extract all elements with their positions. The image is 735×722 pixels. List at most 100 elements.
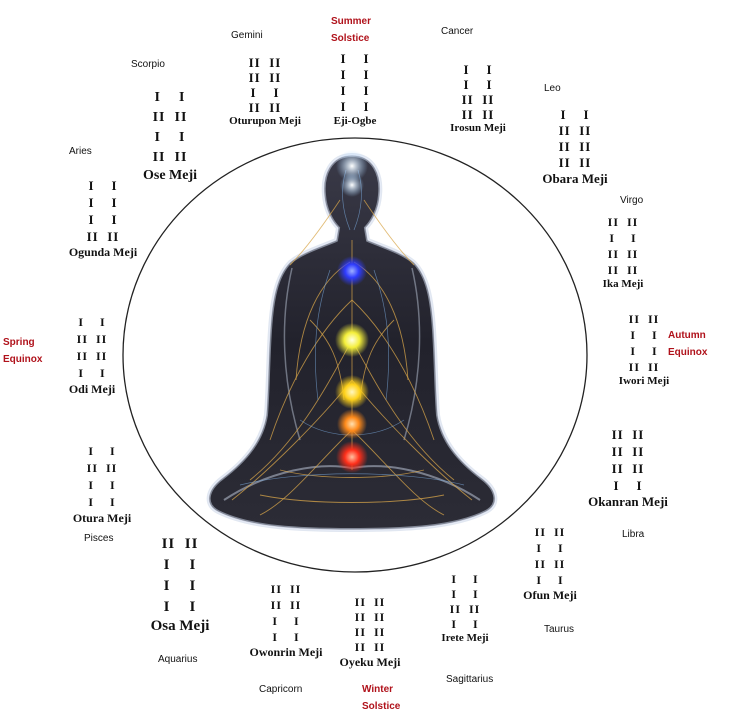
odu-mark-row: II II [76,349,108,363]
odu-mark-row: I I [250,85,280,100]
sign-aries: Aries [69,146,92,157]
odu-name: Irosun Meji [450,122,506,134]
sign-leo: Leo [544,83,561,94]
marker-autumn-equinox: Autumn Equinox [668,330,708,358]
odu-mark-row: II II [607,263,639,277]
root-chakra [336,441,368,473]
odu-mark-row: I I [451,572,479,586]
odu-marks: I I I I I I II II [48,177,158,245]
odu-mark-row: I I [88,195,118,210]
odu-mark-row: II II [354,625,386,639]
odu-mark-row: II II [248,100,282,115]
sign-aquarius: Aquarius [158,654,198,665]
third-eye-chakra [340,173,364,197]
odu-mark-row: II II [558,123,592,138]
nerve-network [231,199,473,516]
odu-mark-row: I I [463,62,493,77]
odu-mark-row: II II [558,139,592,154]
odu-mark-row: I I [340,99,370,114]
odu-mark-row: II II [449,602,481,616]
odu-mark-row: I I [340,51,370,66]
sign-capricorn: Capricorn [259,684,303,695]
odu-name: Iwori Meji [618,375,670,387]
odu-name: Osa Meji [150,618,210,634]
odu-mark-row: II II [270,582,302,596]
odu-mark-row: I I [560,107,590,122]
odu-name: Eji-Ogbe [333,115,377,127]
odu-name: Oyeku Meji [339,655,401,669]
odu-mark-row: I I [88,212,118,227]
odu-name: Okanran Meji [588,494,668,509]
odu-mark-row: II II [534,525,566,539]
odu-mark-row: I I [609,231,637,245]
odu-mark-row: I I [88,178,118,193]
odu-mark-row: I I [88,495,116,509]
odu-mark-row: I I [630,328,658,342]
sign-scorpio: Scorpio [131,59,165,70]
crown-chakra [336,150,368,182]
odu-name: Otura Meji [72,511,132,525]
odu-mark-row: II II [628,312,660,326]
odu-mark-row: I I [340,83,370,98]
sign-taurus: Taurus [544,624,575,635]
odu-mark-row: I I [340,67,370,82]
odu-mark-row: I I [272,630,300,644]
odu-name: Ogunda Meji [68,245,138,259]
chakras [335,150,369,473]
sign-pisces: Pisces [84,533,114,544]
odu-name: Oturupon Meji [229,115,301,127]
odu-mark-row: II II [354,595,386,609]
odu-mark-row: II II [461,92,495,107]
sign-sagittarius: Sagittarius [446,674,494,685]
marker-spring-equinox: Spring Equinox [3,337,43,365]
odu-mark-row: I I [78,315,106,329]
odu-mark-row: I I [154,130,186,145]
odu-mark-row: I I [463,77,493,92]
odu-mark-row: II II [461,107,495,122]
odu-name: Ose Meji [142,168,198,183]
odu-mark-row: II II [558,155,592,170]
odu-mark-row: II II [152,110,188,125]
odu-mark-row: II II [76,332,108,346]
odu-mark-row: II II [248,70,282,85]
sacral-chakra [337,409,367,439]
odu-name: Ika Meji [602,278,644,290]
odu-ogunda-meji: I I I I I I II II Ogunda Meji [48,177,158,260]
odu-mark-row: I I [536,573,564,587]
sign-libra: Libra [622,529,645,540]
solar-plexus-chakra [335,375,369,409]
marker-winter-solstice: Winter Solstice [362,684,401,712]
odu-mark-row: II II [270,598,302,612]
odu-name: Obara Meji [542,171,608,186]
odu-name: Odi Meji [68,382,116,396]
odu-mark-row: II II [86,229,120,244]
sign-virgo: Virgo [620,195,644,206]
heart-chakra [335,323,369,357]
sign-cancer: Cancer [441,26,474,37]
odu-mark-row: II II [607,215,639,229]
